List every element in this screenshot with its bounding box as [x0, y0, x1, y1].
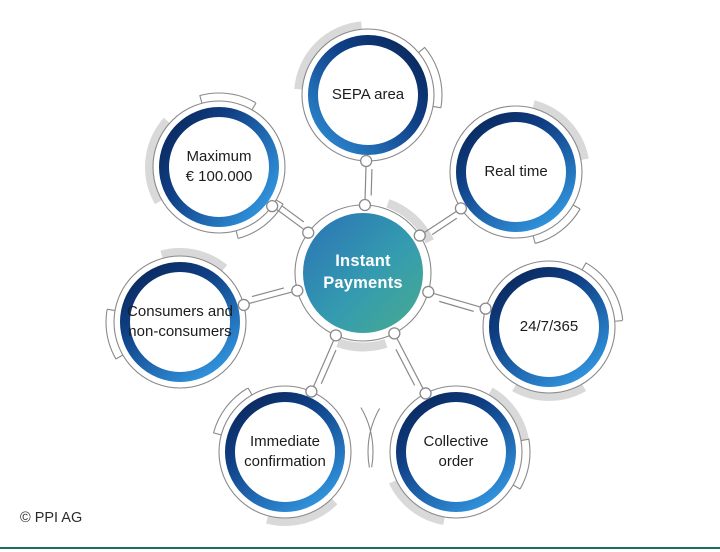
hub-label: Instant Payments	[323, 252, 403, 292]
connector-node-dot	[388, 327, 401, 340]
connector-node-dot	[422, 285, 435, 299]
node-label-maximum-amount: Maximum € 100.000	[185, 148, 253, 185]
decor-bracket-tick	[251, 102, 257, 111]
connector-node-dot	[419, 387, 432, 400]
connector-node-dot	[454, 202, 468, 215]
decor-thick-arc	[106, 248, 254, 396]
decor-bracket-tick	[581, 262, 587, 271]
satellite-outline-ring	[482, 260, 616, 394]
connector-line	[393, 333, 427, 394]
satellite-circle-sepa-area	[308, 35, 428, 155]
satellite-outline-ring	[218, 385, 352, 519]
decor-bracket-tick	[247, 387, 253, 396]
satellite-outline-ring	[389, 385, 523, 519]
hub-circle	[303, 213, 423, 333]
node-label-consumers: Consumers and non-consumers	[127, 303, 233, 340]
node-label-immediate-confirmation: Immediate confirmation	[244, 433, 326, 470]
connector-node-dot	[302, 226, 315, 239]
satellite-circle-real-time	[456, 112, 576, 232]
decor-bracket-tick	[199, 95, 203, 104]
satellite-circle-24-7-365	[489, 267, 609, 387]
connector-node-dot	[329, 329, 342, 342]
copyright-text: © PPI AG	[20, 510, 83, 526]
connector-line	[364, 160, 367, 206]
decor-bracket-tick	[115, 354, 124, 360]
node-label-sepa-area: SEPA area	[331, 86, 405, 104]
connector-line	[428, 291, 486, 310]
decor-thick-arc	[211, 378, 359, 526]
connector-node-dot	[413, 229, 426, 242]
connector-node-dot	[305, 385, 318, 398]
connector-accent-line	[431, 217, 458, 236]
decor-bracket-tick	[614, 320, 623, 322]
connector-line	[271, 205, 309, 234]
decor-bracket-tick	[418, 47, 426, 53]
decor-bracket-tick	[532, 235, 536, 244]
decor-bracket-arc	[105, 247, 255, 397]
satellite-circle-maximum-amount	[159, 107, 279, 227]
decor-thick-arc	[145, 93, 293, 241]
decor-thick-arc	[284, 194, 442, 352]
connector-accent-line	[320, 349, 337, 385]
decor-bracket-tick	[512, 484, 521, 490]
decor-bracket-tick	[432, 105, 441, 109]
decor-bracket-arc	[144, 92, 294, 242]
connector-accent-line	[251, 287, 285, 298]
connector-node-dot	[266, 199, 279, 213]
decor-bracket-tick	[107, 308, 116, 312]
satellite-outline-ring	[152, 100, 286, 234]
connector-accent-line	[439, 300, 474, 312]
connector-accent-line	[370, 169, 373, 196]
connector-line	[243, 290, 298, 306]
satellite-outline-ring	[449, 105, 583, 239]
decor-bracket-tick	[235, 230, 239, 239]
satellite-circle-collective-order	[396, 392, 516, 512]
connector-node-dot	[291, 284, 304, 297]
connector-accent-line	[281, 205, 305, 223]
connector-node-dot	[479, 302, 492, 315]
decor-bracket-arc	[293, 20, 443, 170]
decor-bracket-tick	[572, 204, 581, 210]
node-label-real-time: Real time	[484, 163, 548, 181]
connector-accent-line	[395, 349, 416, 386]
connector-line	[419, 207, 462, 237]
decor-bracket-arc	[367, 363, 545, 541]
decor-bracket-tick	[213, 432, 222, 436]
decor-bracket-tick	[520, 438, 529, 442]
decor-bracket-arc	[381, 377, 531, 527]
satellite-circle-consumers	[120, 262, 240, 382]
node-label-24-7-365: 24/7/365	[519, 318, 579, 336]
connector-node-dot	[237, 298, 250, 312]
satellite-circle-immediate-confirmation	[225, 392, 345, 512]
node-label-collective-order: Collective order	[423, 433, 489, 470]
decor-bracket-tick	[275, 199, 284, 205]
connector-node-dot	[359, 154, 373, 168]
connector-line	[310, 335, 337, 392]
decor-bracket-arc	[196, 363, 374, 541]
satellite-outline-ring	[113, 255, 247, 389]
footer-divider-line	[0, 547, 720, 549]
decor-thick-arc	[475, 253, 623, 401]
connector-node-dot	[358, 198, 372, 212]
